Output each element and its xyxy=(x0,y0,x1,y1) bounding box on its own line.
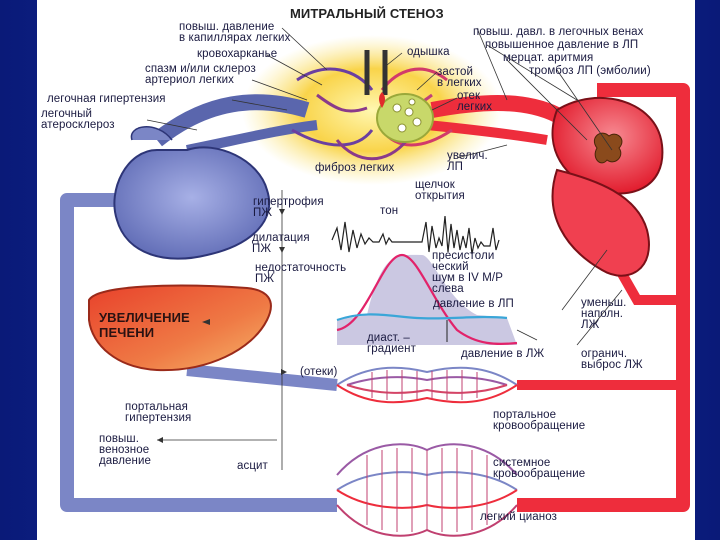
diagram-title: МИТРАЛЬНЫЙ СТЕНОЗ xyxy=(290,6,444,21)
arrows xyxy=(157,209,287,443)
phonocardiogram-trace xyxy=(331,215,500,255)
label-ascites: асцит xyxy=(237,460,268,472)
diagram-panel: МИТРАЛЬНЫЙ СТЕНОЗ повыш. давление в капи… xyxy=(37,0,695,540)
pulmonary-artery xyxy=(152,94,310,147)
label-la-enlarged: увелич. ЛП xyxy=(447,150,488,173)
label-liver-enlargement: УВЕЛИЧЕНИЕ ПЕЧЕНИ xyxy=(99,310,190,340)
label-tone: тон xyxy=(380,205,399,217)
label-hemoptysis: кровохарканье xyxy=(197,48,278,60)
portal-capillary-lines xyxy=(371,370,478,400)
portal-capillary-bed xyxy=(336,366,518,404)
label-congestion: застой в легких xyxy=(437,66,482,89)
trachea xyxy=(364,50,388,95)
label-diastolic-gradient: диаст. – градиент xyxy=(367,332,416,355)
portal-vein xyxy=(186,364,338,391)
label-atrial-fibrillation: мерцат. аритмия xyxy=(503,52,594,64)
systemic-capillary-lines xyxy=(366,448,488,532)
label-pulmonary-vein-pressure: повыш. давл. в легочных венах xyxy=(473,26,644,38)
left-ventricle xyxy=(551,168,650,277)
label-pulmonary-atherosclerosis: легочный атеросклероз xyxy=(41,108,115,131)
label-lv-pressure: давление в ЛЖ xyxy=(461,348,545,360)
label-portal-circulation: портальное кровообращение xyxy=(493,409,586,432)
label-systemic-circulation: системное кровообращение xyxy=(493,457,586,480)
label-venous-pressure: повыш. венозное давление xyxy=(99,433,152,467)
label-lung-fibrosis: фиброз легких xyxy=(315,162,395,174)
label-pulmonary-hypertension: легочная гипертензия xyxy=(47,93,166,105)
label-output-limit: огранич. выброс ЛЖ xyxy=(581,348,643,371)
right-heart xyxy=(113,146,271,260)
alveolus xyxy=(376,93,434,143)
la-thrombus xyxy=(593,132,623,164)
liver-shape xyxy=(88,284,272,372)
right-heart-cava xyxy=(130,126,173,141)
label-opening-snap: щелчок открытия xyxy=(415,179,465,202)
label-lung-edema: отек легких xyxy=(457,90,493,113)
alveolar-fluid xyxy=(392,98,422,133)
label-presystolic-murmur: пресистоли ческий шум в IV М/Р слева xyxy=(432,250,503,295)
leader-lines xyxy=(146,27,623,470)
label-lv-filling: уменьш. наполн. ЛЖ xyxy=(581,297,627,331)
label-edema: (отеки) xyxy=(300,366,338,378)
label-dyspnea: одышка xyxy=(407,46,450,58)
label-la-pressure-curve: давление в ЛП xyxy=(433,298,514,310)
gradient-area xyxy=(337,254,517,345)
label-capillary-pressure: повыш. давление в капиллярах легких xyxy=(179,21,291,44)
label-la-thrombosis: тромбоз ЛП (эмболии) xyxy=(529,65,651,77)
label-arteriole-spasm: спазм и/или склероз артериол легких xyxy=(145,63,256,86)
label-rv-hypertrophy: гипертрофия ПЖ xyxy=(253,196,324,219)
label-rv-failure: недостаточность ПЖ xyxy=(255,262,347,285)
label-portal-hypertension: портальная гипертензия xyxy=(125,401,192,424)
label-la-pressure: повышенное давление в ЛП xyxy=(485,39,639,51)
lv-pressure-curve xyxy=(336,253,518,345)
hemoptysis-drop xyxy=(379,92,385,108)
circulation-diagram xyxy=(60,27,690,537)
pulmonary-vein xyxy=(430,95,561,123)
la-pressure-curve xyxy=(336,313,508,322)
label-rv-dilation: дилатация ПЖ xyxy=(252,232,310,255)
pulmonary-vein-branch xyxy=(426,120,548,145)
label-cyanosis: легкий цианоз xyxy=(480,511,557,523)
